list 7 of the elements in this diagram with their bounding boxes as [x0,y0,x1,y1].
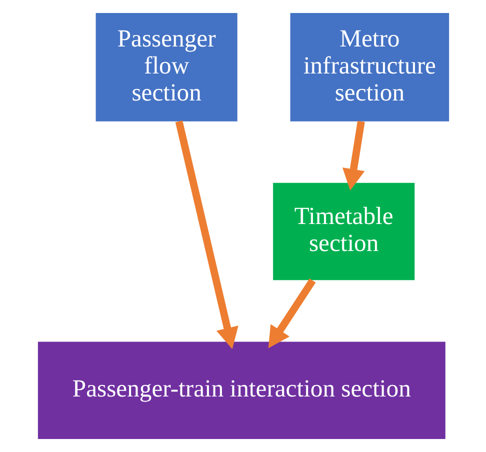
node-box: Timetable section [272,182,414,280]
node-box: Metro infrastructure section [290,13,449,122]
arrow [174,120,238,350]
arrow [268,278,316,348]
node-box: Passenger-train interaction section [37,342,445,439]
node-box: Passenger flow section [95,13,237,122]
arrow [342,120,364,190]
